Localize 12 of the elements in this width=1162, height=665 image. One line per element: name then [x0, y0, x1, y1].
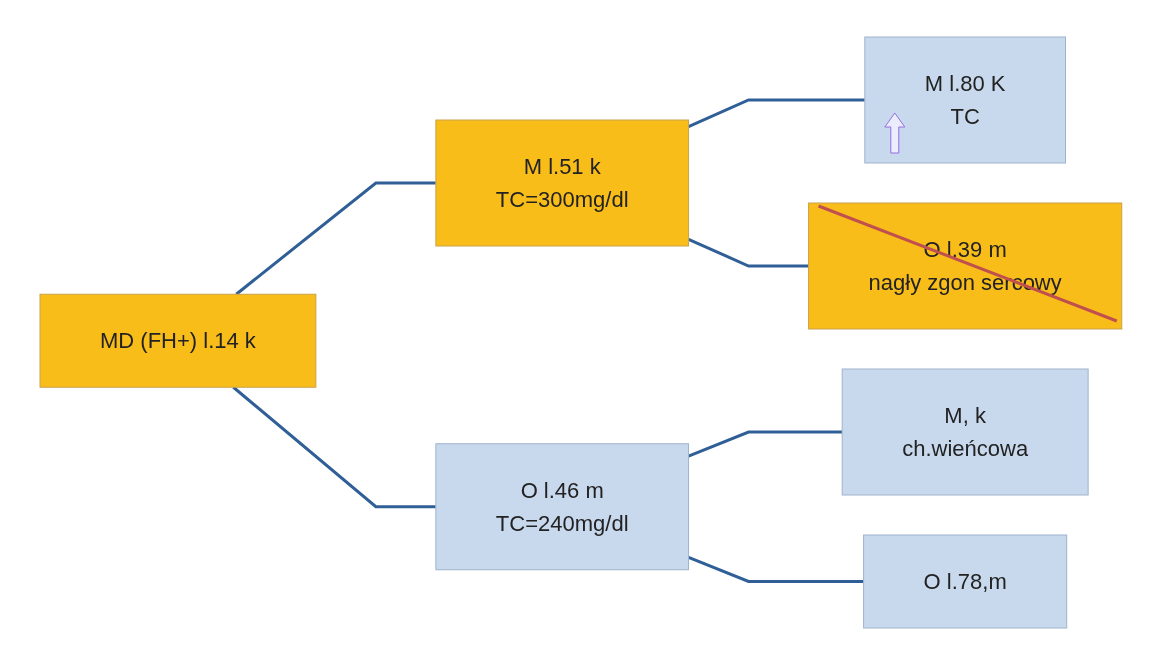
node-box: M l.51 k TC=300mg/dl — [435, 119, 690, 247]
node-box: O l.78,m — [863, 534, 1068, 629]
connector — [688, 237, 809, 268]
connector — [688, 430, 843, 458]
node-box: M l.80 K TC — [864, 36, 1067, 164]
node-box: O l.46 m TC=240mg/dl — [435, 443, 690, 571]
connector — [232, 386, 436, 509]
node-box: M, k ch.wieńcowa — [841, 368, 1089, 496]
node-box: MD (FH+) l.14 k — [39, 293, 317, 388]
connector — [688, 556, 864, 583]
connector — [688, 98, 865, 129]
connector — [235, 181, 436, 296]
